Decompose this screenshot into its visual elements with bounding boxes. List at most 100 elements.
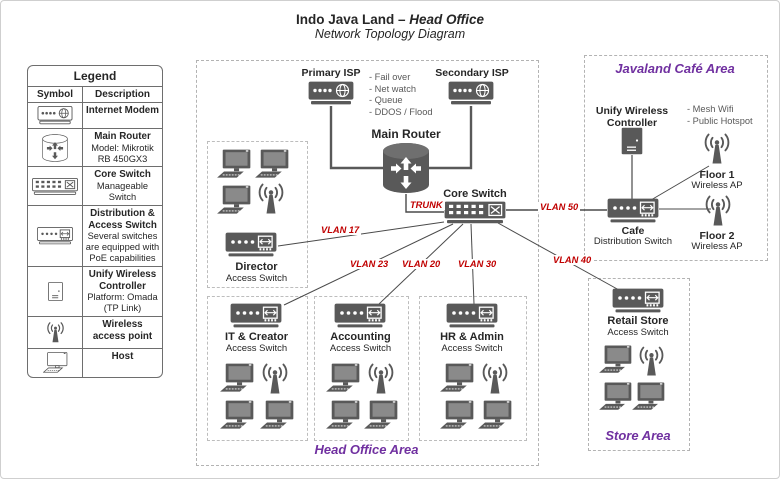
wireless-ap-icon — [257, 180, 285, 218]
hr-ap — [481, 360, 509, 398]
director-host — [216, 185, 252, 216]
vlan-20-label: VLAN 20 — [400, 259, 443, 269]
it-access-switch — [230, 303, 282, 329]
legend-row: Unify Wireless Controller Platform: Omad… — [28, 266, 162, 317]
legend-row-name: Unify Wireless Controller — [88, 268, 157, 292]
legend-row: Core Switch Manageable Switch — [28, 167, 162, 206]
store-area — [588, 278, 690, 451]
legend-row: Main Router Model: Mikrotik RB 450GX3 — [28, 129, 162, 168]
core-switch-icon — [32, 178, 78, 195]
director-host — [216, 149, 252, 180]
it-creator-box — [207, 296, 308, 441]
it-host — [219, 363, 255, 394]
access-switch-icon — [225, 232, 277, 258]
vlan-50-label: VLAN 50 — [538, 202, 581, 212]
legend-row-name: Wireless access point — [92, 319, 153, 342]
host-icon — [259, 400, 295, 431]
modem-icon — [448, 81, 494, 106]
main-router-icon — [382, 142, 430, 194]
host-icon — [631, 382, 666, 412]
vlan-40-label: VLAN 40 — [551, 255, 594, 265]
it-host — [219, 400, 255, 431]
access-switch-icon — [334, 303, 386, 329]
wireless-ap-icon — [703, 130, 731, 168]
legend-row: Wireless access point — [28, 317, 162, 349]
host-icon — [363, 400, 399, 431]
page-subtitle: Network Topology Diagram — [314, 27, 466, 41]
access-switch-icon — [230, 303, 282, 329]
wireless-ap-icon — [481, 360, 509, 398]
controller-label: Unify Wireless Controller — [595, 105, 669, 130]
unify-wireless-controller — [621, 127, 643, 155]
cafe-switch-label: Cafe Distribution Switch — [593, 225, 673, 248]
modem-icon — [308, 81, 354, 106]
director-box — [207, 141, 308, 288]
accounting-switch-label: Accounting Access Switch — [329, 331, 392, 354]
floor2-ap — [704, 192, 732, 230]
store-area-label: Store Area — [605, 428, 671, 443]
accounting-host — [363, 400, 399, 431]
host-icon — [477, 400, 513, 431]
host-icon — [216, 185, 252, 216]
core-switch-icon — [444, 201, 506, 224]
legend-row-name: Internet Modem — [86, 105, 159, 116]
wireless-ap-icon — [638, 343, 665, 380]
trunk-label: TRUNK — [408, 200, 445, 210]
legend-row-name: Host — [111, 351, 134, 362]
host-icon — [439, 363, 475, 394]
accounting-host — [325, 400, 361, 431]
head-office-area-label: Head Office Area — [314, 442, 419, 457]
wireless-ap-icon — [704, 192, 732, 230]
accounting-host — [325, 363, 361, 394]
store-ap — [638, 343, 665, 380]
host-icon — [43, 352, 68, 374]
legend-row-name: Core Switch — [94, 169, 151, 181]
host-icon — [598, 345, 633, 375]
cafe-feature-list: - Mesh Wifi - Public Hotspot — [687, 104, 753, 126]
title-prefix: Indo Java Land – — [295, 12, 410, 27]
host-icon — [325, 363, 361, 394]
main-router-label: Main Router — [371, 127, 441, 141]
legend-row: Host — [28, 349, 162, 377]
accounting-access-switch — [334, 303, 386, 329]
primary-isp-modem — [308, 81, 354, 106]
page-title: Indo Java Land – Head Office Network Top… — [1, 12, 779, 41]
vlan-23-label: VLAN 23 — [348, 259, 391, 269]
core-switch-label: Core Switch — [443, 188, 507, 200]
hr-switch-label: HR & Admin Access Switch — [440, 331, 504, 354]
modem-icon — [37, 106, 73, 125]
accounting-ap — [367, 360, 395, 398]
hr-access-switch — [446, 303, 498, 329]
hr-host — [439, 400, 475, 431]
core-switch-device — [444, 201, 506, 224]
store-host — [598, 345, 633, 375]
director-access-switch — [225, 232, 277, 258]
director-ap — [257, 180, 285, 218]
legend-col-description: Description — [94, 89, 150, 100]
access-switch-icon — [446, 303, 498, 329]
hr-host — [477, 400, 513, 431]
hr-host — [439, 363, 475, 394]
router-icon — [42, 134, 68, 162]
store-host — [631, 382, 666, 412]
secondary-isp-modem — [448, 81, 494, 106]
it-ap — [261, 360, 289, 398]
floor1-ap-label: Floor 1 Wireless AP — [691, 169, 743, 192]
cafe-distribution-switch — [607, 198, 659, 224]
host-icon — [439, 400, 475, 431]
legend-col-symbol: Symbol — [28, 87, 83, 102]
host-icon — [216, 149, 252, 180]
vlan-17-label: VLAN 17 — [319, 225, 362, 235]
vlan-30-label: VLAN 30 — [456, 259, 499, 269]
controller-icon — [621, 127, 643, 155]
legend-row: Internet Modem — [28, 103, 162, 129]
host-icon — [219, 363, 255, 394]
wireless-ap-icon — [46, 320, 65, 345]
wireless-ap-icon — [261, 360, 289, 398]
legend-row-name: Distribution & Access Switch — [88, 207, 157, 231]
director-switch-label: Director Access Switch — [225, 261, 288, 284]
cafe-area — [584, 55, 768, 261]
cafe-area-label: Javaland Café Area — [615, 61, 735, 76]
retail-access-switch — [612, 288, 664, 314]
